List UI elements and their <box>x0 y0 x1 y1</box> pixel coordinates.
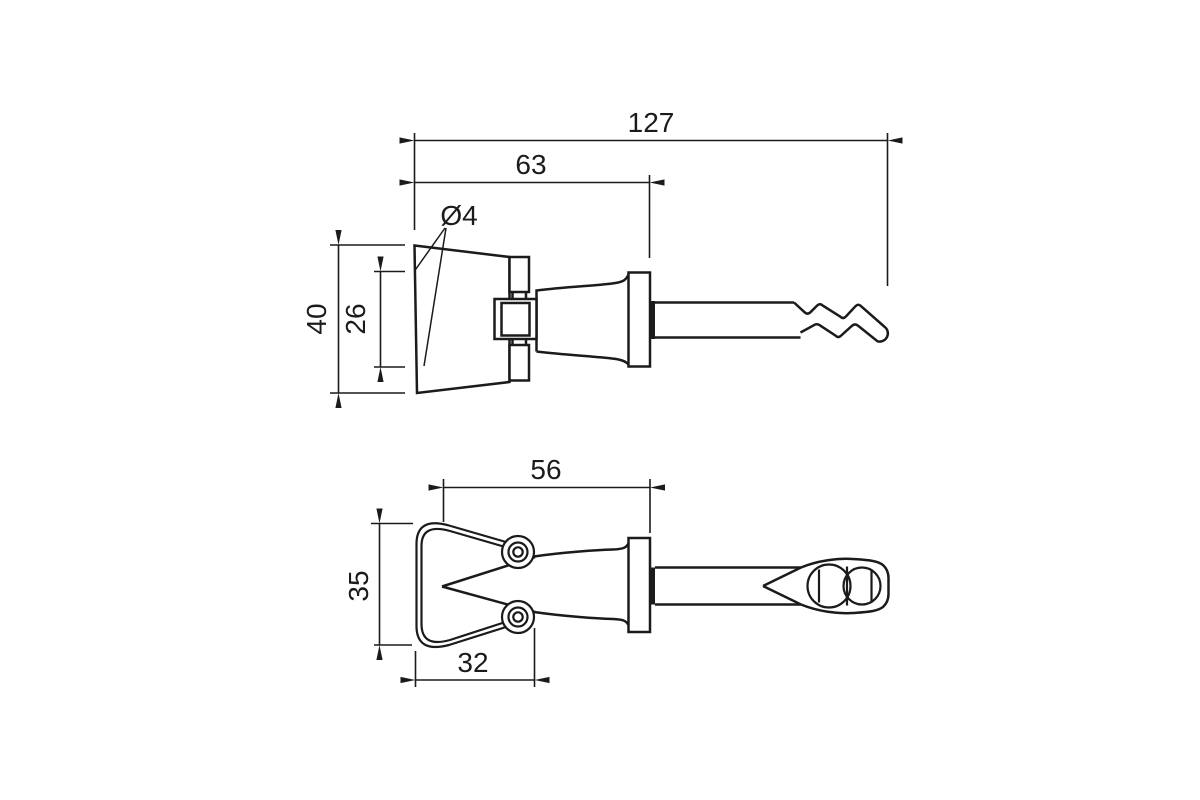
dim-label-35: 35 <box>343 570 374 601</box>
bottom-ear <box>508 343 531 382</box>
clip-latch-button <box>500 301 531 337</box>
side-view: 127 63 Ø4 40 26 <box>301 107 903 408</box>
dim-label-63: 63 <box>515 149 546 180</box>
dim-label-40: 40 <box>301 303 332 334</box>
cone-neck-side <box>535 273 630 366</box>
rod-collar-junction-side <box>649 301 655 339</box>
top-ear <box>508 255 531 294</box>
collar-top <box>627 536 652 634</box>
cone-neck-top <box>533 542 630 626</box>
strain-relief-notch <box>762 566 802 606</box>
bail-wire-inner <box>420 527 508 644</box>
latch-tabs <box>511 292 528 345</box>
cable-rod-side <box>655 301 801 339</box>
cable-rod-top <box>655 566 801 606</box>
rod-collar-junction-top <box>649 567 655 605</box>
coil-outer-ring <box>500 599 536 635</box>
extension-lines <box>371 522 413 646</box>
coil-spring-top <box>500 534 536 570</box>
clip-body-outline <box>413 244 511 395</box>
dim-body-height: 40 <box>301 230 405 408</box>
dim-label-prong-diameter: Ø4 <box>440 200 477 231</box>
coil-middle-ring <box>507 606 529 628</box>
dim-body-length: 63 <box>399 149 665 258</box>
cable-squiggle <box>793 301 890 343</box>
bail-wire-outer <box>415 522 507 649</box>
dim-label-32: 32 <box>457 647 488 678</box>
dim-overall-length: 127 <box>399 107 903 286</box>
dim-label-26: 26 <box>340 303 371 334</box>
extension-lines <box>374 270 405 368</box>
dim-label-56: 56 <box>530 454 561 485</box>
boot-chord-lines <box>817 566 873 606</box>
extension-lines <box>330 244 405 394</box>
top-view: 56 35 32 <box>343 454 890 687</box>
dim-prong-span: 26 <box>340 256 405 382</box>
boot-bump-left <box>806 563 852 609</box>
strain-relief-boot <box>800 557 890 615</box>
prong-diameter-leader-lines <box>413 227 447 367</box>
coil-middle-ring <box>507 541 529 563</box>
dim-bail-width: 32 <box>400 628 550 687</box>
collar-side <box>627 271 652 368</box>
coil-inner-ring <box>512 611 524 623</box>
dim-label-127: 127 <box>628 107 675 138</box>
dim-clip-length: 56 <box>428 454 665 533</box>
boot-bump-right <box>842 566 882 606</box>
coil-outer-ring <box>500 534 536 570</box>
coil-spring-bottom <box>500 599 536 635</box>
coil-inner-ring <box>512 546 524 558</box>
dim-bail-height: 35 <box>343 508 413 660</box>
